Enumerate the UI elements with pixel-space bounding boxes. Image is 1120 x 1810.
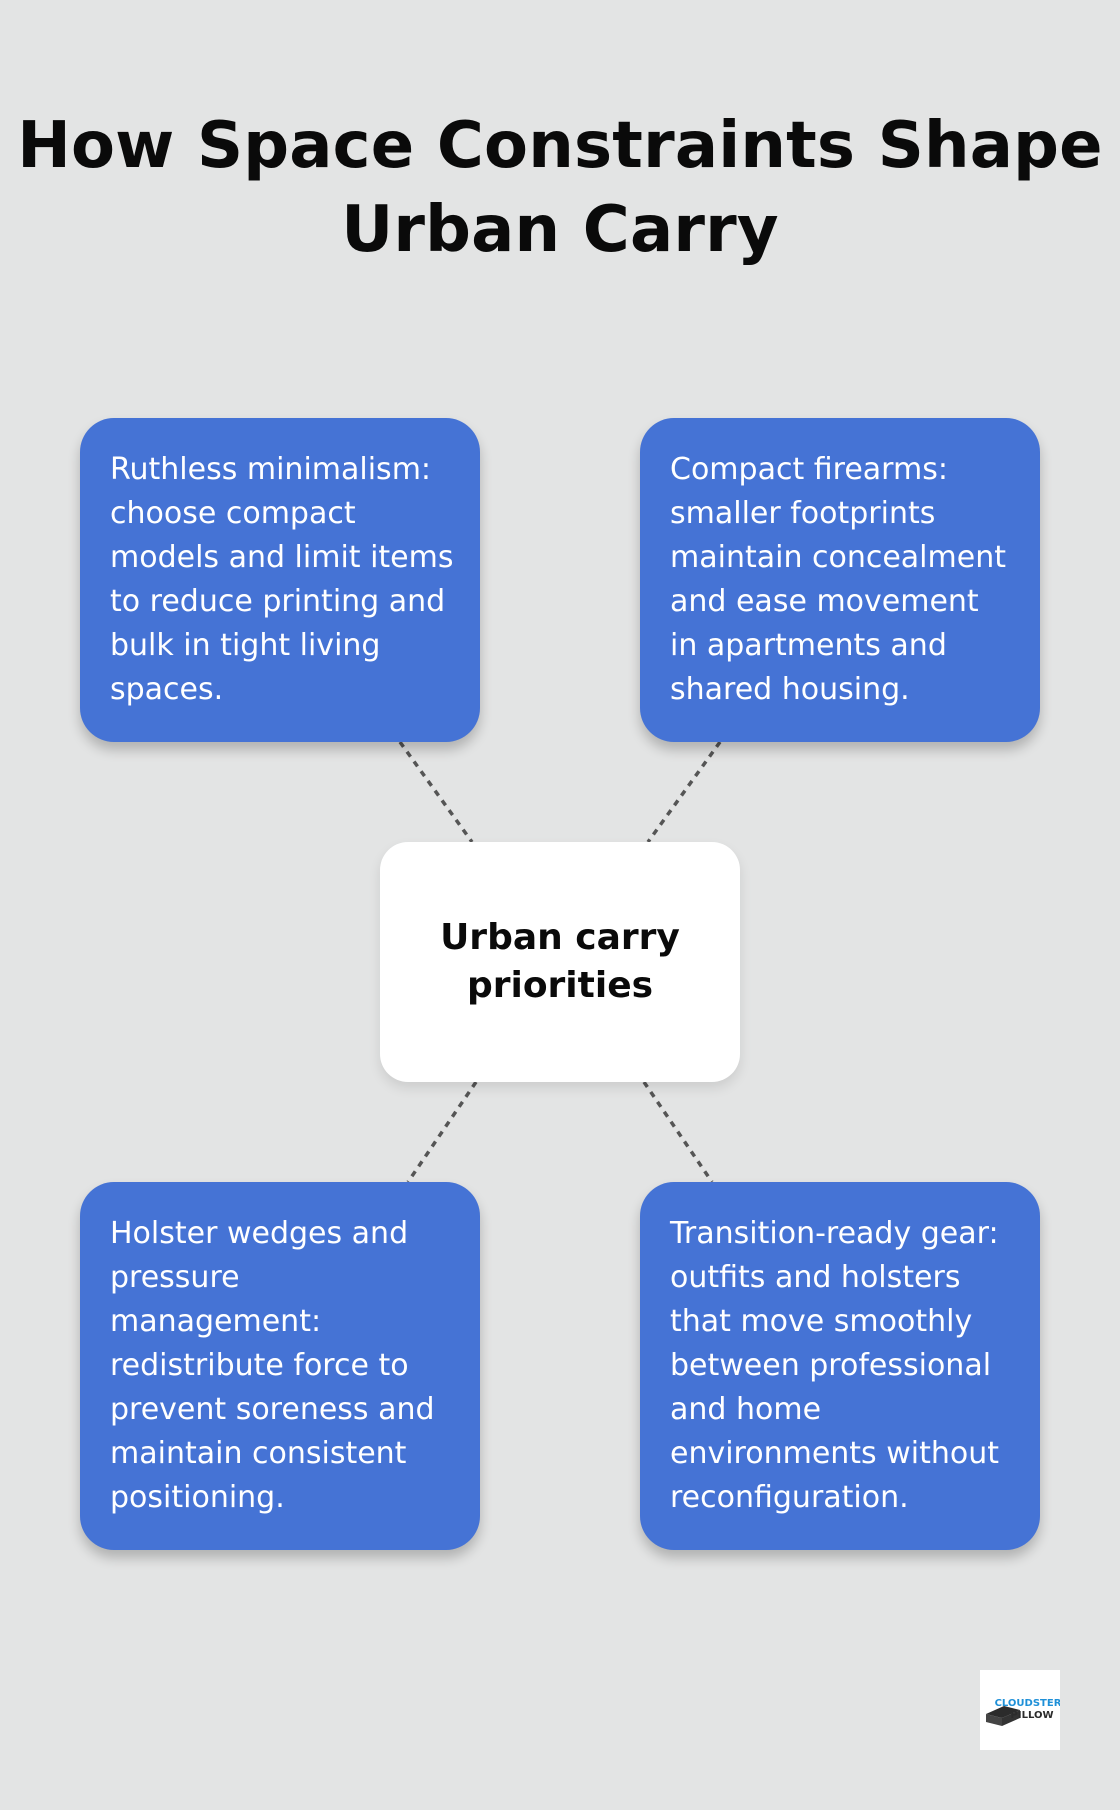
title-line-2: Urban Carry (341, 193, 779, 267)
card-transition-ready-gear: Transition-ready gear: outfits and holst… (640, 1182, 1040, 1550)
card-text: Compact firearms: smaller footprints mai… (670, 452, 1006, 707)
logo-graphic: CLOUDSTER PILLOW (980, 1670, 1062, 1750)
card-holster-wedges: Holster wedges and pressure management: … (80, 1182, 480, 1550)
card-ruthless-minimalism: Ruthless minimalism: choose compact mode… (80, 418, 480, 742)
svg-text:PILLOW: PILLOW (1011, 1710, 1054, 1721)
svg-text:CLOUDSTER: CLOUDSTER (995, 1698, 1060, 1709)
connector-bottom-left (406, 1081, 478, 1183)
card-compact-firearms: Compact firearms: smaller footprints mai… (640, 418, 1040, 742)
connector-bottom-right (642, 1081, 714, 1183)
center-node: Urban carry priorities (380, 842, 740, 1082)
connector-top-left (398, 740, 474, 844)
card-text: Holster wedges and pressure management: … (110, 1216, 435, 1515)
page-title: How Space Constraints Shape Urban Carry (0, 104, 1120, 272)
connector-top-right (646, 740, 722, 844)
cloudster-pillow-logo: CLOUDSTER PILLOW (980, 1670, 1062, 1750)
title-line-1: How Space Constraints Shape (17, 109, 1103, 183)
center-label: Urban carry priorities (440, 917, 680, 1006)
card-text: Transition-ready gear: outfits and holst… (670, 1216, 1000, 1515)
card-text: Ruthless minimalism: choose compact mode… (110, 452, 454, 707)
